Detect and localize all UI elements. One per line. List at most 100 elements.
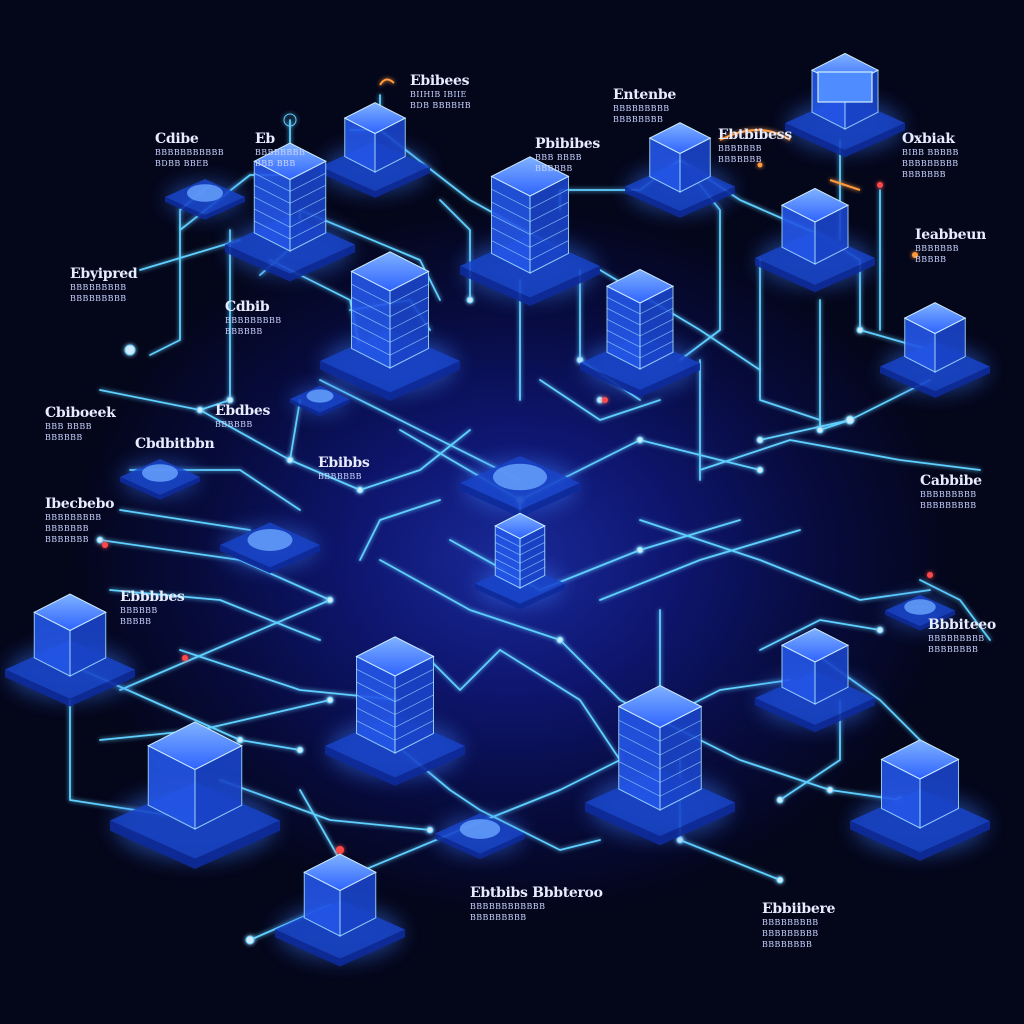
server-node bbox=[880, 302, 990, 398]
node-label-title: Ebtbibs Bbbteroo bbox=[470, 885, 603, 901]
node-label-detail: BBBBBBBBB bbox=[45, 513, 102, 522]
node-label-detail: BBB BBBB bbox=[535, 153, 582, 162]
node-label-detail: BBBBBBBBB bbox=[762, 918, 819, 927]
server-node bbox=[785, 52, 905, 158]
node-label-detail: BBBBBBB bbox=[718, 155, 762, 164]
node-label-detail: BBBBBBBBB bbox=[762, 929, 819, 938]
node-label-title: Ibecbebo bbox=[45, 496, 115, 512]
node-label-detail: BDBB BBEB bbox=[155, 159, 209, 168]
node-label-detail: BBBBBBBBB bbox=[920, 501, 977, 510]
node-label-detail: BBBBBB bbox=[215, 420, 253, 429]
node-label-detail: BIIHIB IBIIE bbox=[410, 90, 467, 99]
node-label-title: Ebtbibess bbox=[718, 127, 792, 143]
node-label-detail: BBBBBBBBB bbox=[928, 634, 985, 643]
server-node bbox=[460, 456, 580, 518]
node-label-detail: BBBBBB bbox=[45, 433, 83, 442]
server-node bbox=[755, 627, 875, 733]
node-label-detail: BBBBBBBBB bbox=[70, 294, 127, 303]
node-label-title: Cbiboeek bbox=[45, 405, 116, 421]
node-label-detail: BBBBBBBB bbox=[928, 645, 979, 654]
node-label-title: Ebibbs bbox=[318, 455, 370, 471]
server-nodes bbox=[5, 52, 990, 967]
server-node bbox=[290, 385, 350, 417]
node-label-title: Entenbe bbox=[613, 87, 676, 103]
node-label-detail: BBBBBBBBB bbox=[613, 104, 670, 113]
node-label-title: Pbibibes bbox=[535, 136, 600, 152]
node-label-title: Ebibees bbox=[410, 73, 470, 89]
server-node bbox=[475, 512, 565, 610]
node-label-title: Eb bbox=[255, 131, 275, 147]
server-node bbox=[325, 636, 465, 786]
server-node bbox=[165, 179, 245, 220]
node-label-title: Ieabbeun bbox=[915, 227, 986, 243]
node-label-detail: BBB BBB bbox=[255, 159, 296, 168]
server-node bbox=[225, 142, 355, 282]
node-label-detail: BBBBBBBBB bbox=[70, 283, 127, 292]
server-node bbox=[625, 122, 735, 218]
node-label: Cbdbitbbn bbox=[135, 436, 215, 452]
node-label-title: Ebdbes bbox=[215, 403, 271, 419]
node-label-title: Ebbbbes bbox=[120, 589, 185, 605]
node-label-detail: BBBBBBBBBBB bbox=[155, 148, 225, 157]
node-label-detail: BBBBBBB bbox=[902, 170, 946, 179]
node-label-detail: BBBBBB bbox=[535, 164, 573, 173]
node-label-title: Cbdbitbbn bbox=[135, 436, 215, 452]
server-node bbox=[580, 268, 700, 398]
node-label-detail: BIBB BBBBB bbox=[902, 148, 959, 157]
server-node bbox=[275, 853, 405, 967]
node-label-title: Ebyipred bbox=[70, 266, 138, 282]
node-label-detail: BBBBBBB bbox=[718, 144, 762, 153]
server-node bbox=[320, 102, 430, 198]
node-label-detail: BBBBBBBB bbox=[762, 940, 813, 949]
node-label-detail: BDB BBBBHB bbox=[410, 101, 472, 110]
node-label-detail: BBB BBBB bbox=[45, 422, 92, 431]
node-label-title: Cdibe bbox=[155, 131, 199, 147]
node-label-detail: BBBBBB bbox=[120, 606, 158, 615]
node-label-detail: BBBBBBBBB bbox=[470, 913, 527, 922]
server-node bbox=[585, 684, 735, 846]
node-label-detail: BBBBBBB bbox=[318, 472, 362, 481]
server-node bbox=[320, 251, 460, 401]
node-label-title: Bbbiteeo bbox=[928, 617, 996, 633]
server-node bbox=[885, 594, 955, 631]
node-label-detail: BBBBBBBB bbox=[613, 115, 664, 124]
node-label-detail: BBBBBB bbox=[225, 327, 263, 336]
server-node bbox=[435, 813, 525, 860]
node-label-title: Oxbiak bbox=[902, 131, 955, 147]
server-node bbox=[220, 522, 320, 574]
node-label-detail: BBBBB bbox=[915, 255, 947, 264]
node-label-title: Cabbibe bbox=[920, 473, 982, 489]
server-node bbox=[755, 187, 875, 293]
node-label-detail: BBBBBBBBB bbox=[920, 490, 977, 499]
node-label-detail: BBBBBBBB bbox=[255, 148, 306, 157]
server-node bbox=[120, 459, 200, 500]
node-label-detail: BBBBBBB bbox=[45, 535, 89, 544]
node-label-detail: BBBBBBB bbox=[45, 524, 89, 533]
server-node bbox=[110, 721, 280, 869]
node-label-detail: BBBBBBBBB bbox=[225, 316, 282, 325]
server-node bbox=[460, 156, 600, 306]
node-label-detail: BBBBBBBBB bbox=[902, 159, 959, 168]
server-node bbox=[5, 593, 135, 707]
